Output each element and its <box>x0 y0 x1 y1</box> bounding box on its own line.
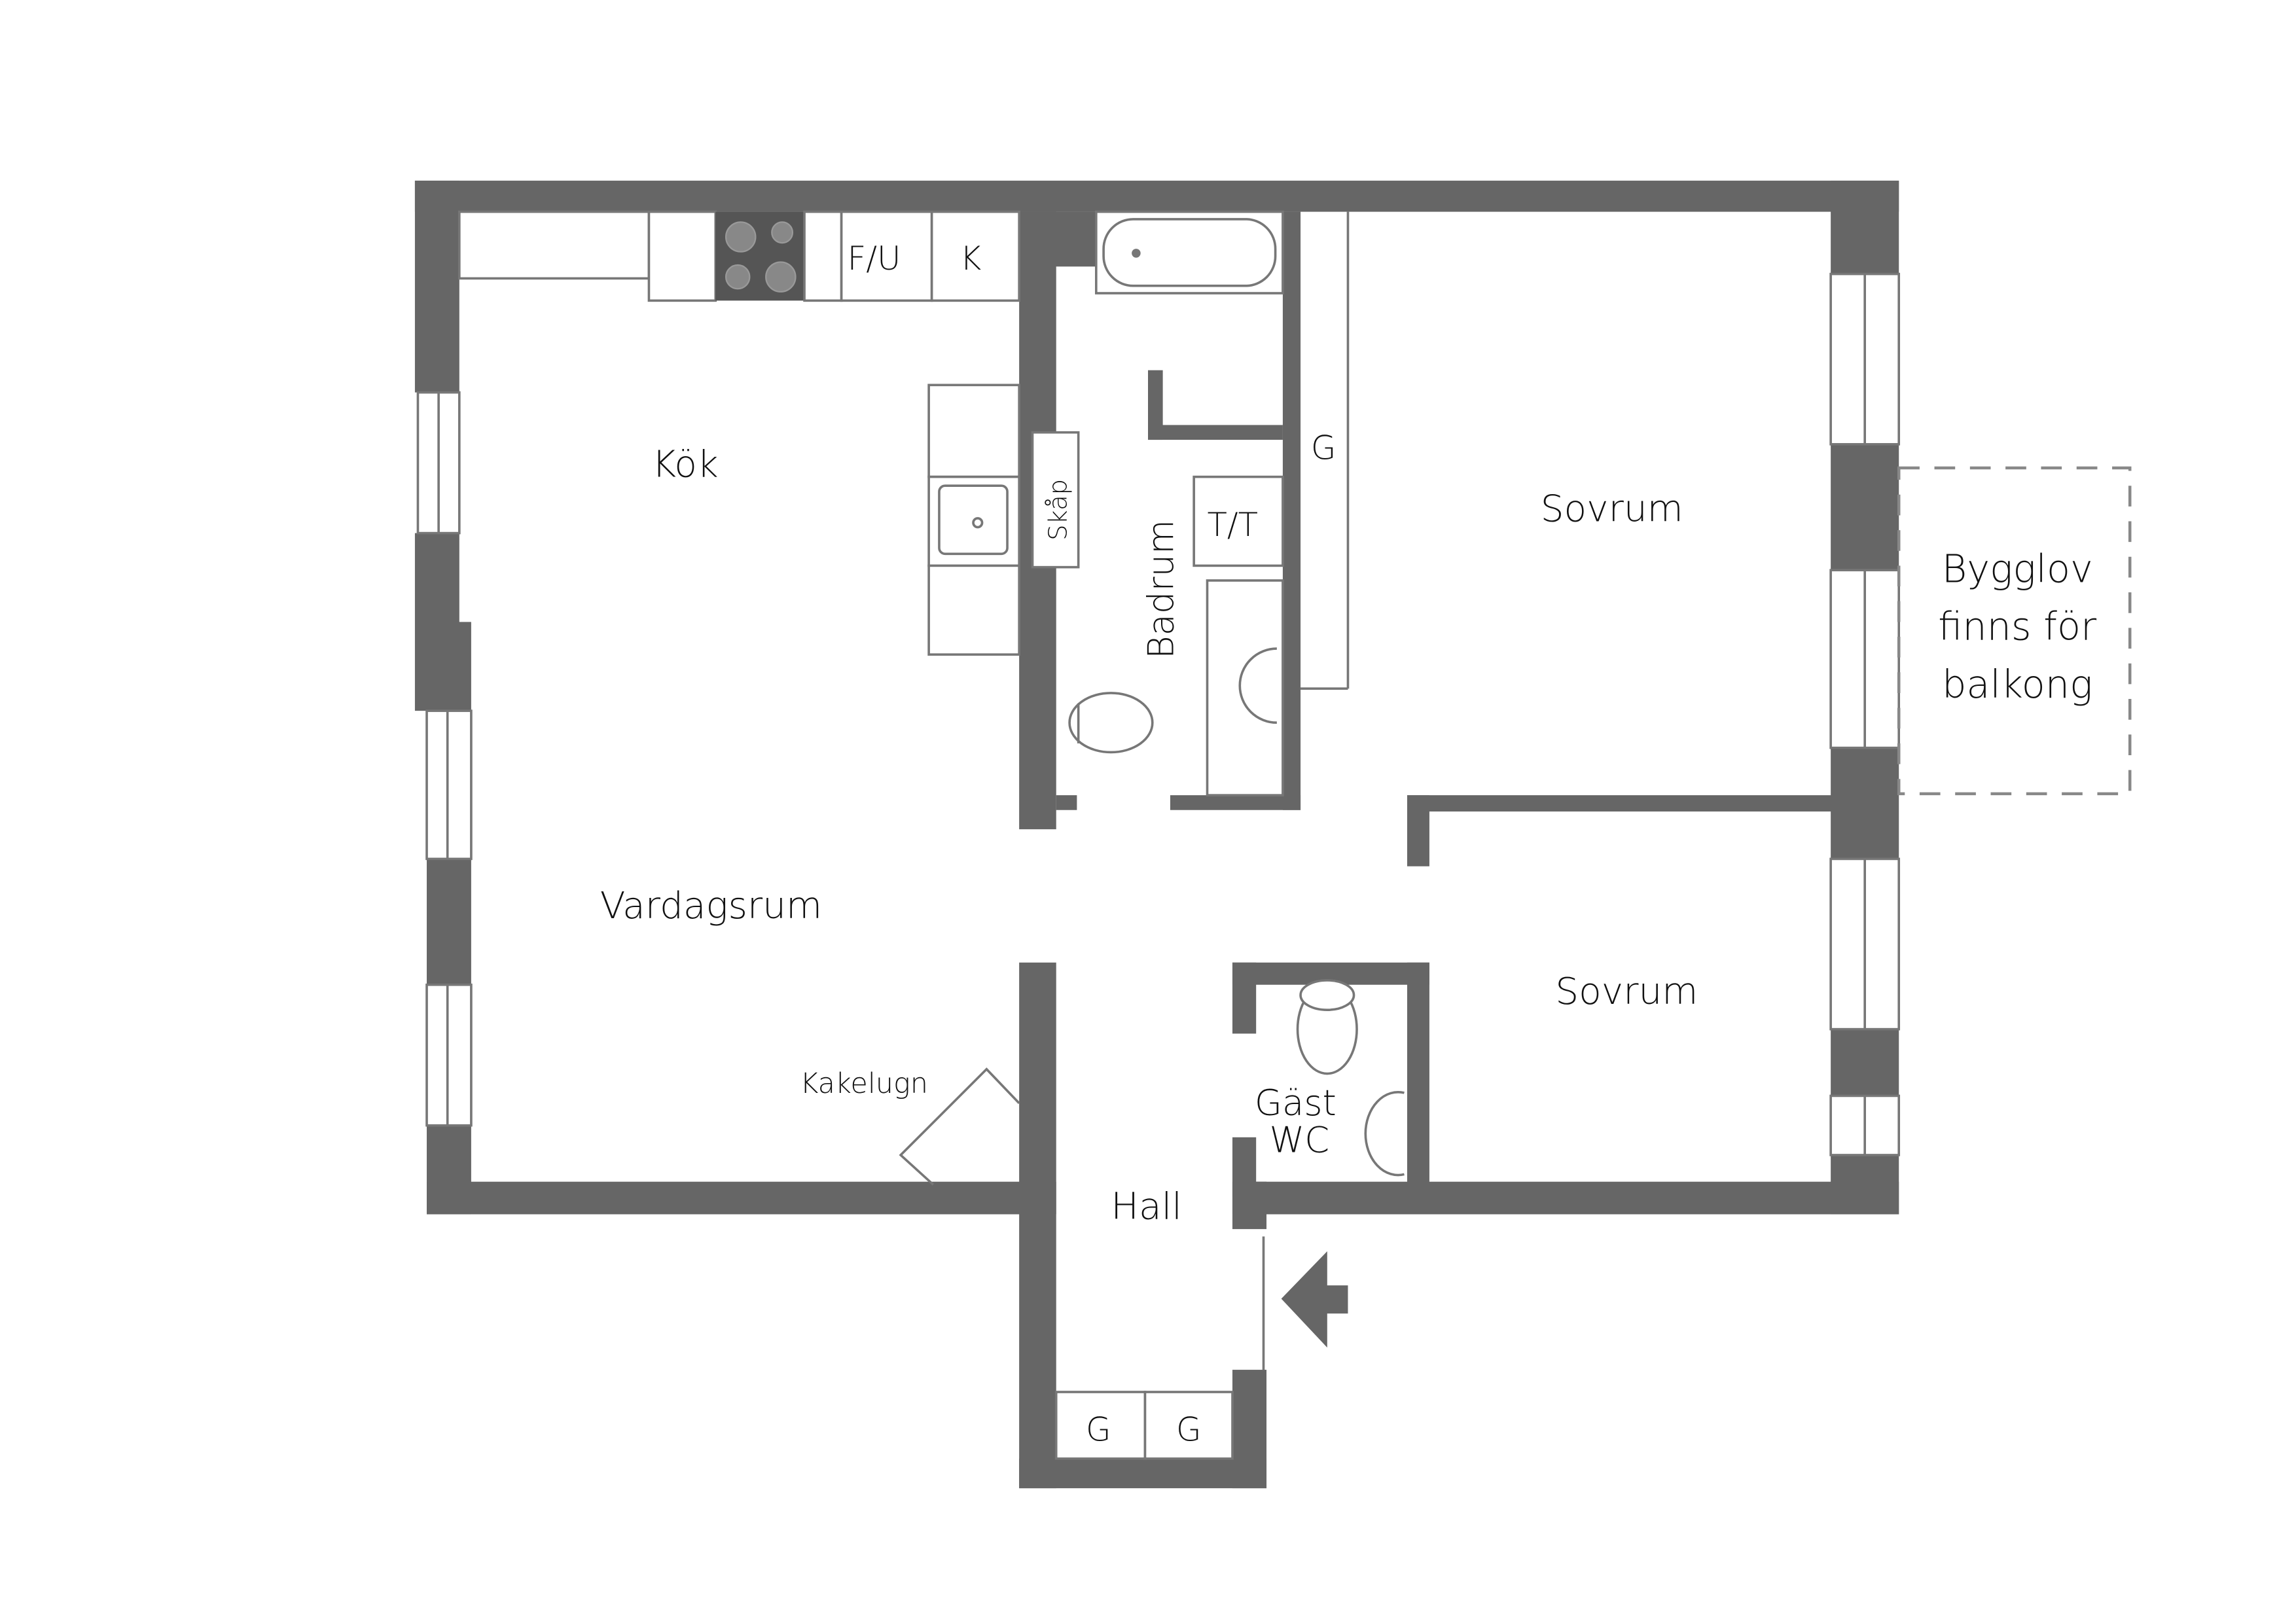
room-label-bathroom: Badrum <box>1140 520 1181 659</box>
balcony-note-line1: Bygglov <box>1942 546 2093 591</box>
room-label-guest-wc-1: Gäst <box>1255 1082 1336 1124</box>
fridge-freezer-label: F/U <box>848 240 901 277</box>
room-label-bedroom-1: Sovrum <box>1541 487 1683 530</box>
room-label-hall: Hall <box>1111 1185 1182 1228</box>
k-label: K <box>960 240 982 277</box>
bathroom-toilet <box>1068 692 1154 754</box>
washer-dryer <box>1193 475 1284 567</box>
bathroom-fixtures <box>1031 210 1348 796</box>
windows <box>416 272 1901 1156</box>
room-label-guest-wc-2: WC <box>1270 1119 1330 1160</box>
room-label-kitchen: Kök <box>652 443 719 486</box>
wardrobe-hall-2-label: G <box>1176 1411 1202 1449</box>
bathroom-sink <box>1238 647 1277 724</box>
guest-wc-fixtures <box>1296 979 1405 1177</box>
cabinet <box>1031 431 1080 569</box>
wardrobe-hall-1-label: G <box>1086 1411 1111 1449</box>
balcony-outline <box>1897 466 2132 796</box>
cabinet-label: Skåp <box>1044 479 1073 541</box>
room-label-bedroom-2: Sovrum <box>1555 970 1698 1013</box>
room-label-living-room: Vardagsrum <box>600 884 822 927</box>
tiled-stove <box>899 1067 1020 1186</box>
kitchen-counter <box>457 210 1020 656</box>
hall-wardrobes <box>1054 1391 1234 1460</box>
washer-dryer-label: T/T <box>1208 506 1259 544</box>
walls <box>414 181 1899 1489</box>
bathtub <box>1102 218 1277 287</box>
tiled-stove-label: Kakelugn <box>800 1067 928 1100</box>
wardrobe-bedroom-label: G <box>1311 429 1336 467</box>
balcony-note-line3: balkong <box>1942 662 2092 707</box>
entrance-arrow-icon <box>1281 1251 1348 1348</box>
balcony-note-line2: finns för <box>1938 604 2097 649</box>
